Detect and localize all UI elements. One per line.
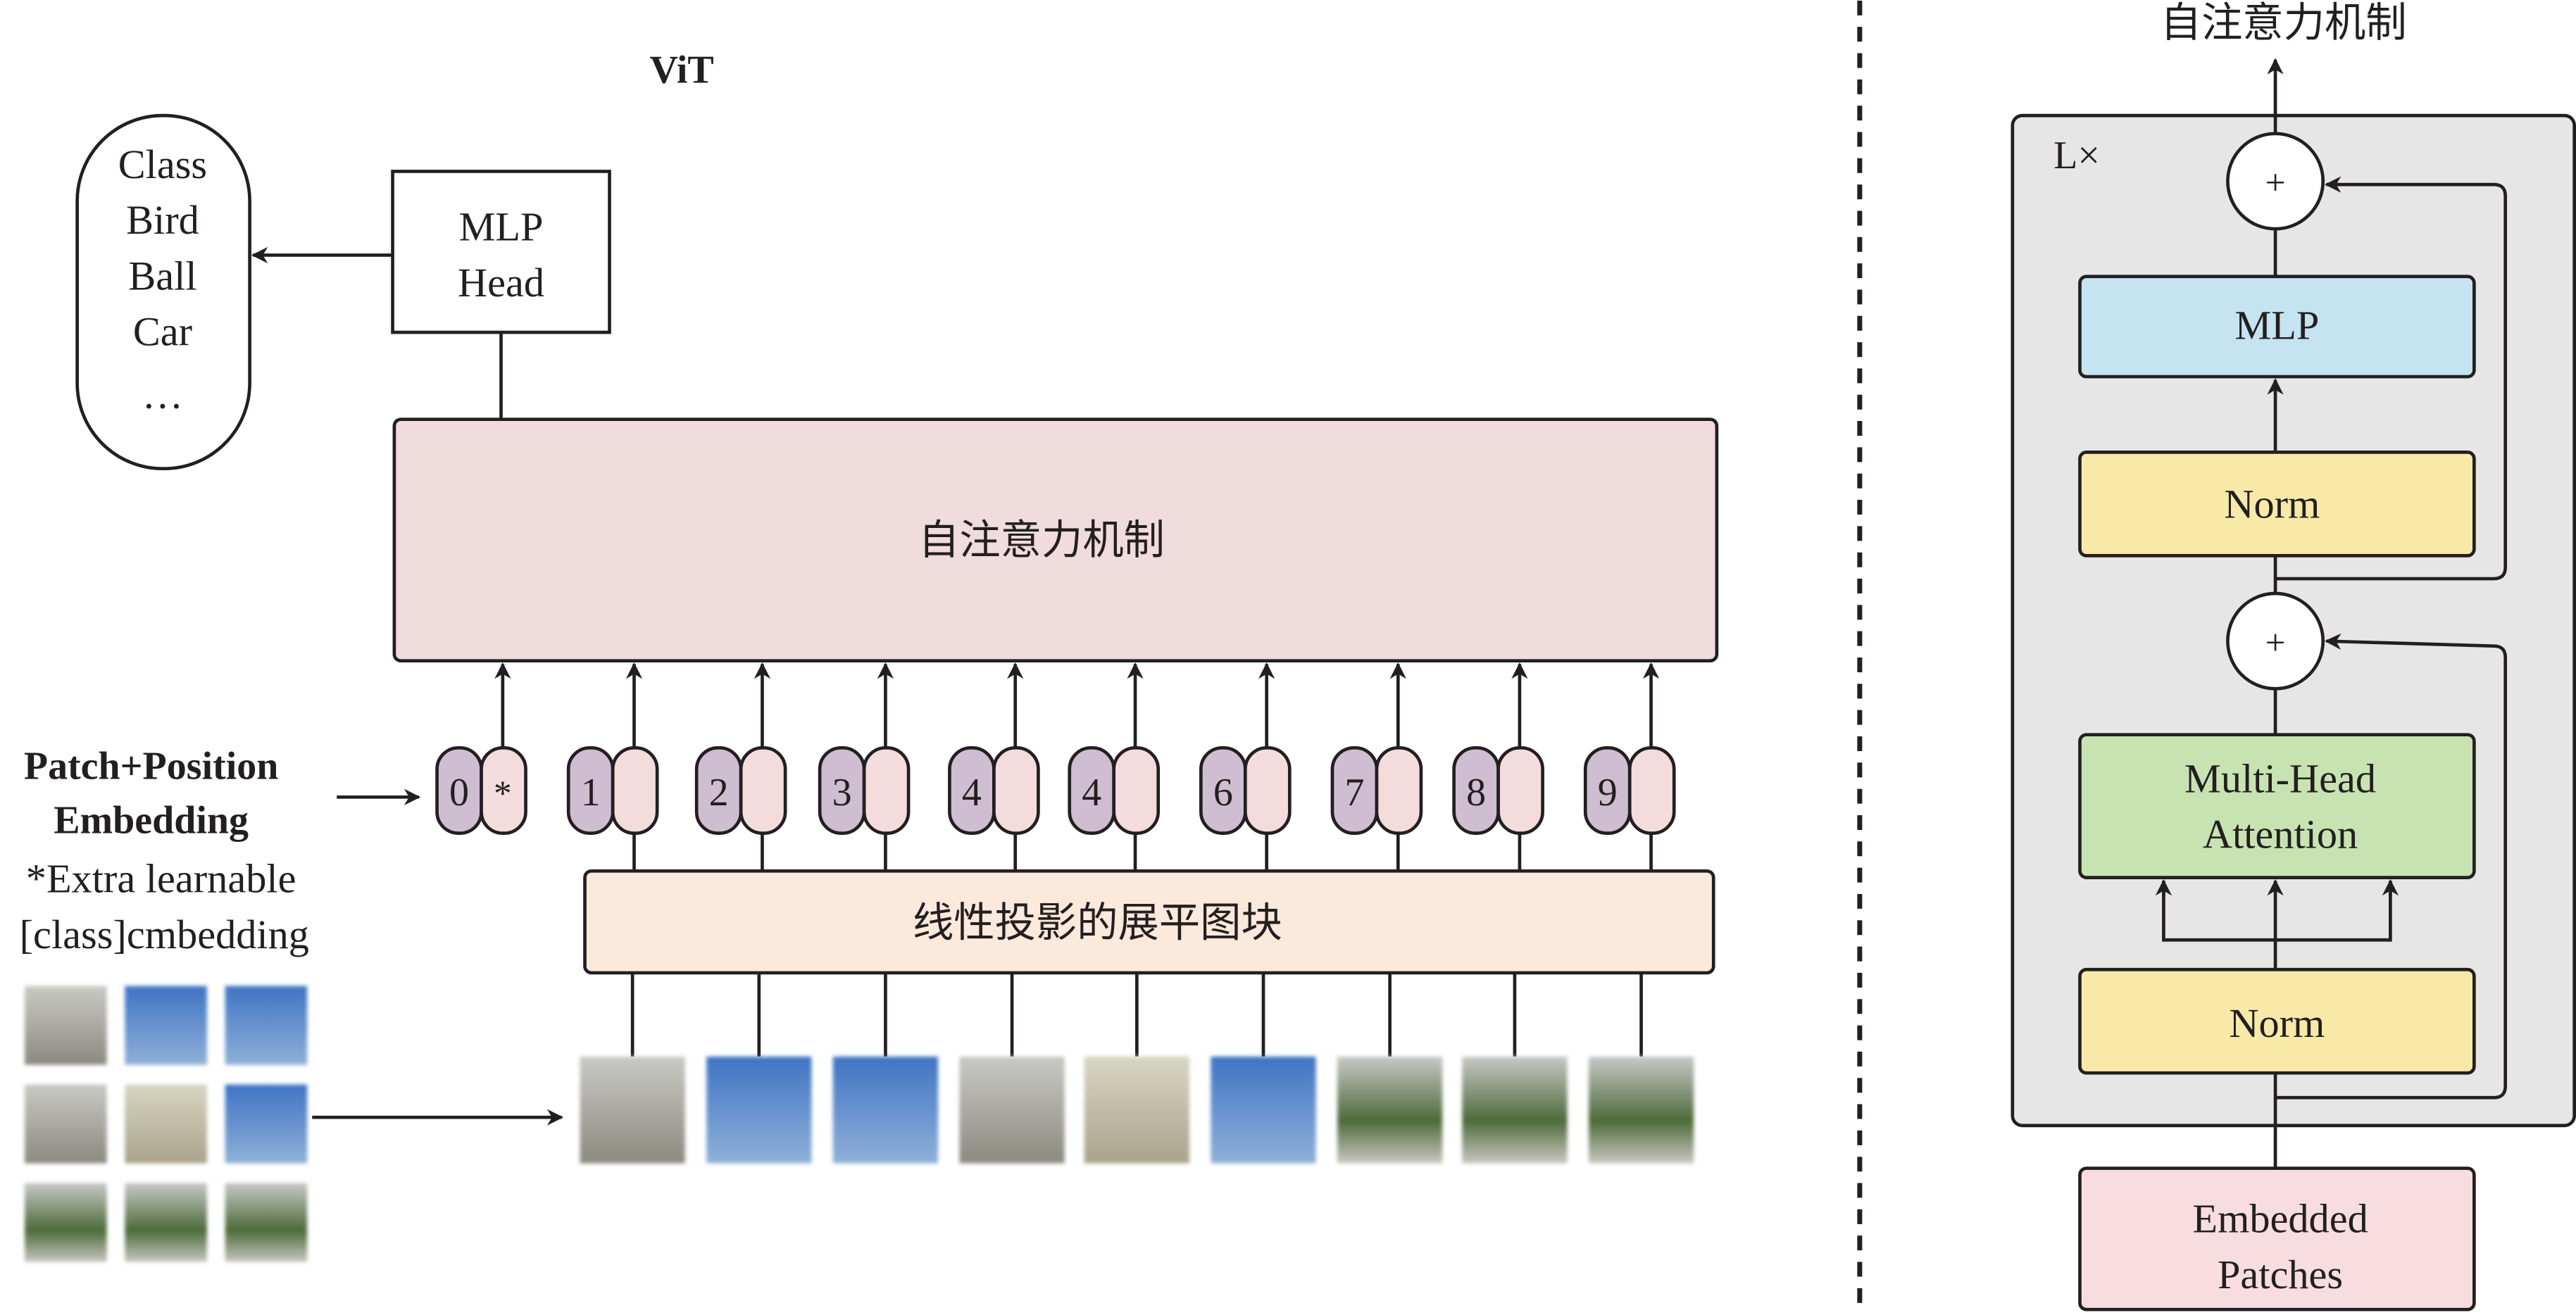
transformer-encoder-box — [392, 417, 1719, 662]
linear-projection-box — [583, 869, 1715, 975]
image-grid-cell — [24, 1084, 107, 1164]
mlp-head-label: Head — [458, 260, 544, 306]
patch-embedding — [1244, 745, 1292, 835]
image-patch — [959, 1056, 1065, 1164]
class-token-mark: * — [494, 774, 512, 814]
encoder-output-label: 自注意力机制 — [2161, 0, 2407, 46]
input-image-grid — [24, 986, 308, 1262]
token-index: 3 — [832, 771, 852, 814]
image-patch — [1588, 1056, 1694, 1164]
image-patch — [1084, 1056, 1190, 1164]
token-index: 2 — [709, 771, 729, 814]
token-pair: 0* — [435, 662, 527, 835]
image-grid-cell — [125, 986, 207, 1065]
image-patch — [580, 1056, 685, 1164]
token-pair: 1 — [566, 662, 659, 872]
mlp-head-box — [391, 170, 611, 334]
transformer-label: 自注意力机制 — [918, 517, 1165, 563]
encoder-panel: 自注意力机制 L× + MLP Norm + Multi-Head Attent… — [2011, 0, 2576, 1311]
class-label: Ball — [128, 253, 196, 298]
image-grid-cell — [225, 986, 308, 1065]
image-patch — [1337, 1056, 1443, 1164]
embedding-note: [class]cmbedding — [20, 912, 309, 957]
residual-bottom — [2275, 633, 2508, 1100]
attention-box — [2078, 733, 2476, 879]
image-patch — [832, 1056, 939, 1164]
patch-embedding — [862, 745, 911, 835]
token-pair: 7 — [1330, 662, 1423, 872]
embedding-note: *Extra learnable — [26, 856, 296, 902]
add-symbol: + — [2265, 163, 2286, 203]
token-pair: 3 — [818, 662, 911, 872]
attention-label: Multi-Head — [2184, 755, 2376, 801]
repeat-label: L× — [2053, 134, 2100, 177]
flattened-patches — [580, 972, 1694, 1164]
mlp-label: MLP — [2234, 302, 2319, 348]
patch-embedding — [1375, 745, 1423, 835]
token-index: 6 — [1213, 771, 1233, 814]
add-node-top — [2226, 132, 2325, 231]
linear-projection-label: 线性投影的展平图块 — [913, 900, 1282, 946]
add-symbol: + — [2265, 622, 2286, 662]
patch-embedding — [1112, 745, 1161, 835]
token-index: 4 — [962, 771, 982, 814]
token-index: 1 — [581, 771, 601, 814]
image-grid-cell — [125, 1183, 207, 1262]
image-patch — [1211, 1056, 1316, 1164]
patch-embedding — [1627, 745, 1676, 835]
patch-embedding — [1496, 745, 1544, 835]
vit-panel: ViT Class Bird Ball Car … MLP Head 自注意力机… — [20, 48, 1719, 1262]
token-index: 8 — [1466, 771, 1486, 814]
embedding-label: Patch+Position — [24, 745, 278, 788]
token-pair: 9 — [1583, 662, 1676, 872]
patch-embedding — [992, 745, 1040, 835]
embedded-patches-label: Embedded — [2192, 1196, 2368, 1242]
norm-label: Norm — [2229, 1000, 2325, 1046]
image-grid-cell — [125, 1084, 207, 1164]
attention-inputs — [2162, 881, 2392, 942]
vit-title: ViT — [650, 48, 714, 92]
token-index: 9 — [1598, 771, 1618, 814]
token-pair: 8 — [1452, 662, 1544, 872]
image-patch — [706, 1056, 812, 1164]
embedding-label: Embedding — [54, 799, 249, 843]
image-grid-cell — [24, 1183, 107, 1262]
image-grid-cell — [225, 1183, 308, 1262]
mlp-head-label: MLP — [459, 203, 544, 249]
class-label: Bird — [126, 197, 199, 243]
residual-top — [2275, 176, 2508, 581]
norm-label: Norm — [2224, 482, 2320, 527]
mlp-box — [2078, 275, 2476, 379]
embedded-patches-label: Patches — [2218, 1252, 2343, 1297]
token-index: 4 — [1082, 771, 1101, 814]
token-index: 0 — [449, 771, 469, 814]
class-label: Class — [118, 141, 207, 187]
class-labels: Class Bird Ball Car … — [118, 141, 207, 417]
image-grid-cell — [225, 1084, 308, 1164]
image-grid-cell — [24, 986, 107, 1065]
token-pair: 4 — [948, 662, 1040, 872]
attention-label: Attention — [2203, 812, 2358, 857]
patch-embedding — [611, 745, 659, 835]
class-output-box — [75, 113, 251, 471]
image-patch — [1462, 1056, 1568, 1164]
class-label: … — [142, 371, 183, 417]
token-pair: 6 — [1199, 662, 1292, 872]
embedded-patches-box — [2078, 1166, 2476, 1311]
class-label: Car — [133, 309, 192, 355]
token-pair: 4 — [1068, 662, 1161, 872]
token-index: 7 — [1344, 771, 1364, 814]
token-pair: 2 — [694, 662, 787, 872]
patch-embedding — [739, 745, 787, 835]
